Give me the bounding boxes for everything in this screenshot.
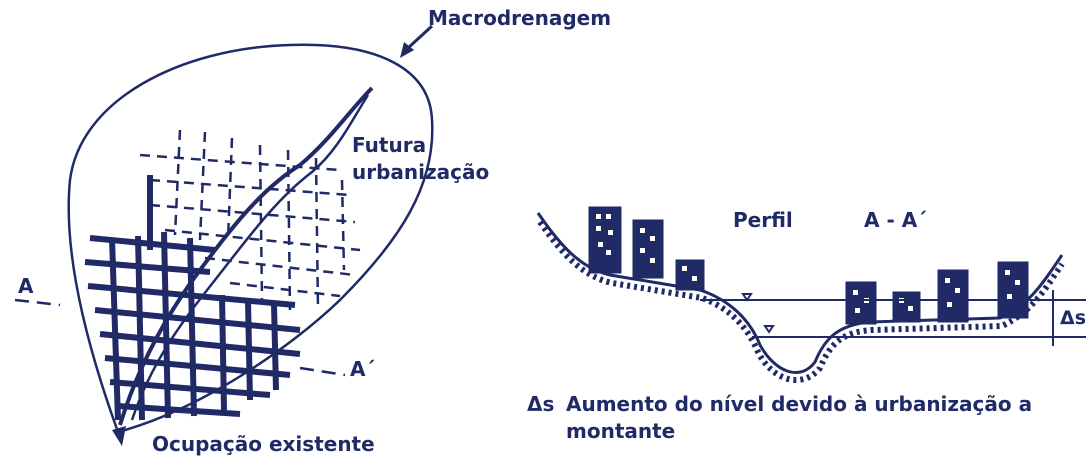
macrodrenagem-arrow-head <box>400 42 414 58</box>
river-bank <box>130 94 370 421</box>
macrodrenagem-arrow <box>406 24 434 50</box>
river-outlet <box>112 426 126 446</box>
water-levels <box>700 290 1086 346</box>
section-a-prime-label: A´ <box>350 357 376 381</box>
section-a-label: A <box>18 274 34 298</box>
buildings <box>588 206 1029 325</box>
building <box>675 259 705 291</box>
basin-outline <box>67 43 434 434</box>
building <box>632 219 664 279</box>
building <box>892 291 921 323</box>
legend-symbol: Δs <box>527 392 555 416</box>
building-windows <box>596 214 1020 313</box>
existing-occupation-label: Ocupação existente <box>152 432 375 456</box>
river-channel <box>118 86 374 426</box>
section-line <box>14 298 346 377</box>
legend-text-line2: montante <box>566 419 676 443</box>
building <box>588 206 622 274</box>
water-marker-upper <box>741 293 753 302</box>
future-urbanization-label-line2: urbanização <box>352 160 490 184</box>
water-marker-lower <box>763 325 775 334</box>
building <box>997 261 1029 319</box>
macrodrenagem-label: Macrodrenagem <box>428 6 612 30</box>
building <box>937 269 969 323</box>
future-urbanization-label-line1: Futura <box>352 133 427 157</box>
cross-section <box>536 206 1086 383</box>
delta-s-marker-label: Δs <box>1060 307 1087 329</box>
profile-section-label: A - A´ <box>864 208 928 232</box>
basin-plan <box>14 24 434 446</box>
existing-occupation-grid <box>84 175 301 421</box>
legend-text-line1: Aumento do nível devido à urbanização a <box>566 392 1033 416</box>
building <box>845 281 877 325</box>
profile-title: Perfil <box>733 208 793 232</box>
